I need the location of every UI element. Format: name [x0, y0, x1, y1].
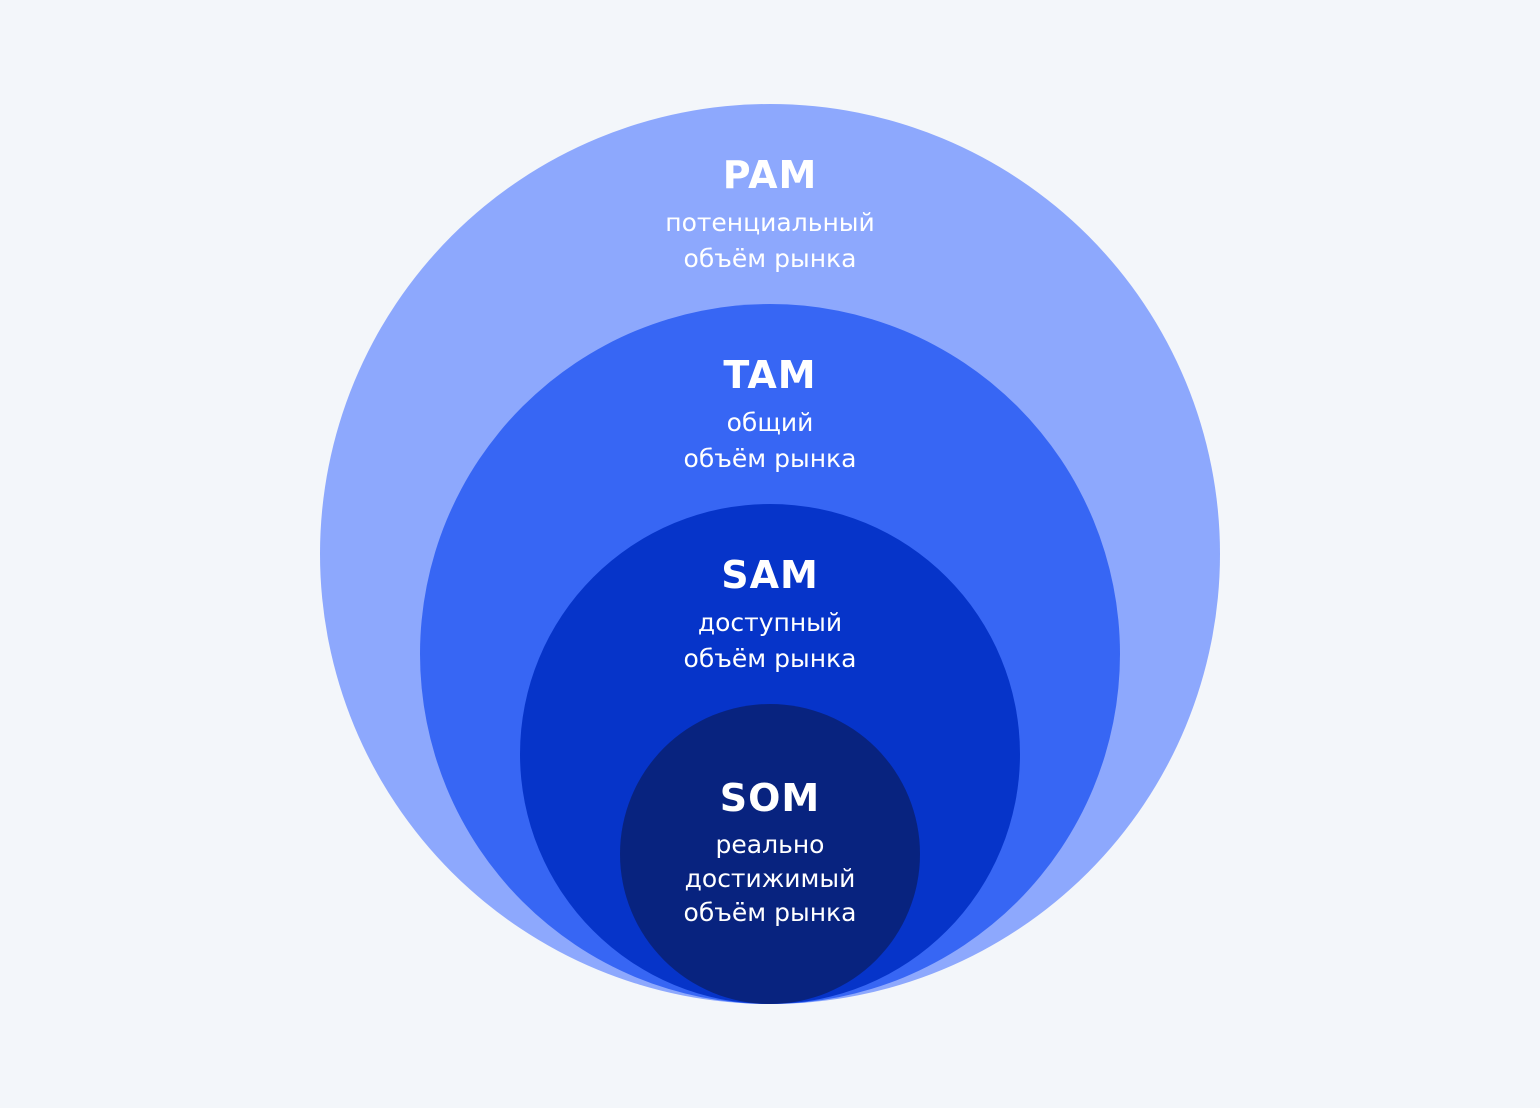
pam-description: потенциальный объём рынка — [0, 205, 1540, 277]
pam-description-line: потенциальный — [665, 208, 875, 237]
tam-label: TAM общий объём рынка — [0, 353, 1540, 477]
tam-description-line: общий — [726, 408, 814, 437]
pam-label: PAM потенциальный объём рынка — [0, 153, 1540, 277]
sam-description: доступный объём рынка — [0, 605, 1540, 677]
tam-acronym: TAM — [723, 353, 817, 397]
pam-description-line: объём рынка — [683, 244, 857, 273]
sam-label: SAM доступный объём рынка — [0, 553, 1540, 677]
pam-acronym: PAM — [722, 153, 818, 197]
som-circle — [620, 704, 920, 1004]
sam-acronym: SAM — [721, 553, 819, 597]
som-description-line: объём рынка — [683, 898, 857, 927]
som-description: реально достижимый объём рынка — [0, 828, 1540, 930]
som-acronym: SOM — [719, 776, 821, 820]
som-label: SOM реально достижимый объём рынка — [0, 776, 1540, 930]
som-description-line: реально — [715, 830, 825, 859]
som-description-line: достижимый — [684, 864, 856, 893]
tam-description: общий объём рынка — [0, 405, 1540, 477]
sam-description-line: объём рынка — [683, 644, 857, 673]
sam-description-line: доступный — [697, 608, 843, 637]
tam-description-line: объём рынка — [683, 444, 857, 473]
